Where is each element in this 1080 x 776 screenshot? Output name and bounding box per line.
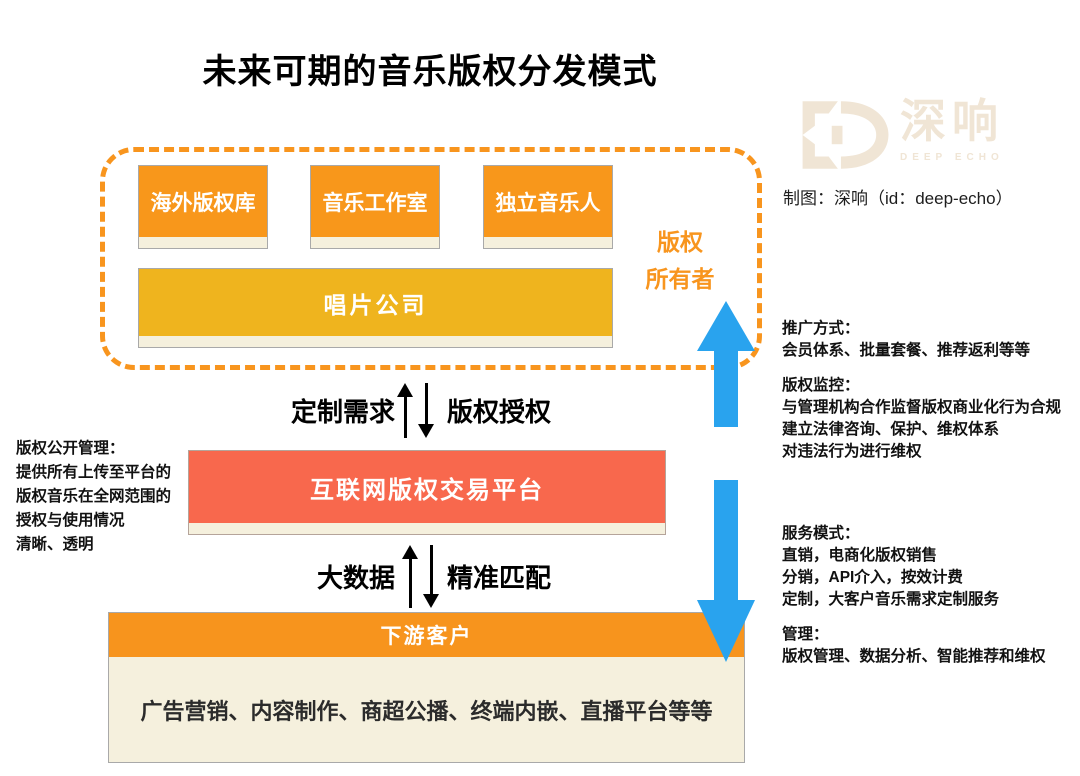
note-title: 服务模式： xyxy=(782,525,860,542)
left-note-line: 提供所有上传至平台的 xyxy=(16,464,172,481)
note-service-model: 服务模式： 直销，电商化版权销售 分销，API介入，按效计费 定制，大客户音乐需… xyxy=(782,523,1072,611)
flow-top-down-label: 版权授权 xyxy=(447,397,552,427)
record-company-label: 唱片公司 xyxy=(139,269,612,336)
left-note-line: 版权音乐在全网范围的 xyxy=(16,488,172,505)
copyright-owners-label: 版权 所有者 xyxy=(645,229,715,292)
note-line: 分销，API介入，按效计费 xyxy=(782,569,963,586)
note-management: 管理： 版权管理、数据分析、智能推荐和维权 xyxy=(782,624,1072,668)
source-box-independent-musician: 独立音乐人 xyxy=(483,165,613,249)
box-base-strip xyxy=(189,523,665,534)
deep-echo-logo: 深响 DEEP ECHO xyxy=(798,94,1028,178)
up-arrow-icon xyxy=(402,545,418,608)
deep-echo-logo-icon xyxy=(798,94,890,181)
source-box-label: 海外版权库 xyxy=(139,166,267,237)
right-notes-bottom: 服务模式： 直销，电商化版权销售 分销，API介入，按效计费 定制，大客户音乐需… xyxy=(782,523,1072,681)
note-title: 推广方式： xyxy=(782,320,860,337)
box-base-strip xyxy=(139,336,612,347)
flow-bottom-up-label: 大数据 xyxy=(316,563,395,593)
note-line: 建立法律咨询、保护、维权体系 xyxy=(782,421,1000,438)
blue-up-arrow-icon xyxy=(697,301,755,427)
left-note-line: 清晰、透明 xyxy=(16,536,94,553)
record-company-box: 唱片公司 xyxy=(138,268,613,348)
downstream-header: 下游客户 xyxy=(109,613,744,657)
source-box-label: 音乐工作室 xyxy=(311,166,439,237)
source-box-label: 独立音乐人 xyxy=(484,166,612,237)
note-title: 管理： xyxy=(782,626,829,643)
page-title: 未来可期的音乐版权分发模式 xyxy=(202,53,658,91)
platform-label: 互联网版权交易平台 xyxy=(189,451,665,523)
downstream-body-text: 广告营销、内容制作、商超公播、终端内嵌、直播平台等等 xyxy=(109,657,744,762)
platform-box: 互联网版权交易平台 xyxy=(188,450,666,535)
downstream-customers-box: 下游客户 广告营销、内容制作、商超公播、终端内嵌、直播平台等等 xyxy=(108,612,745,763)
box-base-strip xyxy=(484,237,612,248)
note-line: 对违法行为进行维权 xyxy=(782,443,922,460)
copyright-owners-group xyxy=(100,147,762,370)
blue-down-arrow-icon xyxy=(697,480,755,662)
down-arrow-icon xyxy=(423,545,439,608)
note-title: 版权监控： xyxy=(782,377,860,394)
up-arrow-icon xyxy=(397,383,413,438)
source-box-overseas-library: 海外版权库 xyxy=(138,165,268,249)
note-monitoring: 版权监控： 与管理机构合作监督版权商业化行为合规 建立法律咨询、保护、维权体系 … xyxy=(782,375,1072,463)
logo-en-text: DEEP ECHO xyxy=(900,152,1004,163)
left-note-title: 版权公开管理： xyxy=(16,440,125,457)
note-line: 直销，电商化版权销售 xyxy=(782,547,938,564)
note-line: 定制，大客户音乐需求定制服务 xyxy=(782,591,1000,608)
credit-line: 制图：深响（id：deep-echo） xyxy=(783,189,1013,208)
flow-bottom-down-label: 精准匹配 xyxy=(447,563,552,593)
right-notes-top: 推广方式： 会员体系、批量套餐、推荐返利等等 版权监控： 与管理机构合作监督版权… xyxy=(782,318,1072,476)
note-line: 会员体系、批量套餐、推荐返利等等 xyxy=(782,342,1031,359)
note-promotion: 推广方式： 会员体系、批量套餐、推荐返利等等 xyxy=(782,318,1072,362)
down-arrow-icon xyxy=(418,383,434,438)
note-line: 与管理机构合作监督版权商业化行为合规 xyxy=(782,399,1062,416)
deep-echo-logo-text: 深响 DEEP ECHO xyxy=(900,94,1004,163)
left-note-line: 授权与使用情况 xyxy=(16,512,125,529)
logo-cn-text: 深响 xyxy=(900,95,1004,147)
box-base-strip xyxy=(311,237,439,248)
box-base-strip xyxy=(139,237,267,248)
left-note: 版权公开管理： 提供所有上传至平台的 版权音乐在全网范围的 授权与使用情况 清晰… xyxy=(16,437,171,557)
source-box-music-studio: 音乐工作室 xyxy=(310,165,440,249)
note-line: 版权管理、数据分析、智能推荐和维权 xyxy=(782,648,1046,665)
flow-top-up-label: 定制需求 xyxy=(290,397,395,427)
